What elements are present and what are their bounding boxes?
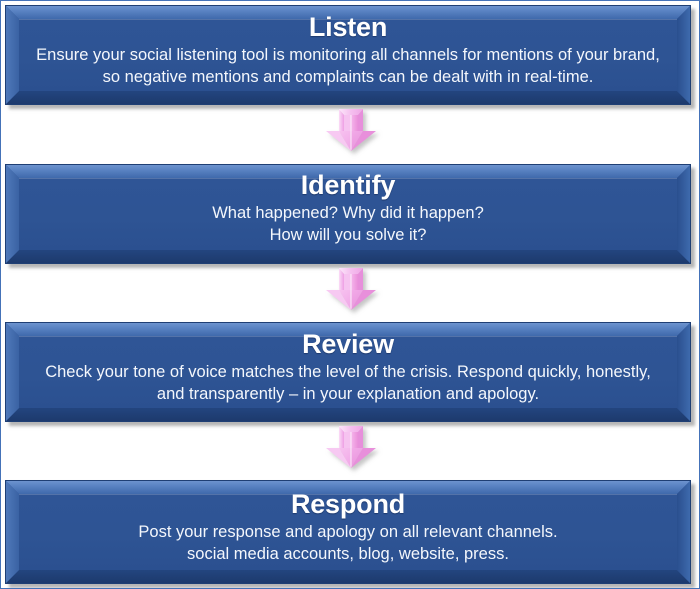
connector-identify-to-review bbox=[1, 266, 699, 312]
flow-step-description: What happened? Why did it happen?How wil… bbox=[212, 203, 484, 244]
flow-step-description: Ensure your social listening tool is mon… bbox=[36, 45, 660, 86]
arrow-down-icon bbox=[326, 426, 376, 468]
flow-step-content: Identify What happened? Why did it happe… bbox=[6, 165, 690, 254]
arrow-down-icon bbox=[326, 268, 376, 310]
flow-step-title: Review bbox=[302, 329, 394, 359]
flow-step-title: Listen bbox=[308, 12, 388, 42]
flow-step-description: Post your response and apology on all re… bbox=[138, 522, 558, 563]
flow-step-content: Review Check your tone of voice matches … bbox=[6, 323, 690, 413]
connector-listen-to-identify bbox=[1, 107, 699, 153]
flow-step-review[interactable]: Review Check your tone of voice matches … bbox=[5, 322, 691, 422]
flow-step-identify[interactable]: Identify What happened? Why did it happe… bbox=[5, 164, 691, 264]
flow-step-title: Identify bbox=[300, 170, 396, 200]
flow-step-respond[interactable]: Respond Post your response and apology o… bbox=[5, 480, 691, 584]
flow-step-description: Check your tone of voice matches the lev… bbox=[45, 362, 651, 403]
flow-step-content: Respond Post your response and apology o… bbox=[6, 481, 690, 573]
flow-step-listen[interactable]: Listen Ensure your social listening tool… bbox=[5, 5, 691, 105]
connector-review-to-respond bbox=[1, 424, 699, 470]
flow-step-title: Respond bbox=[290, 489, 406, 519]
arrow-down-icon bbox=[326, 109, 376, 151]
flow-step-content: Listen Ensure your social listening tool… bbox=[6, 6, 690, 96]
